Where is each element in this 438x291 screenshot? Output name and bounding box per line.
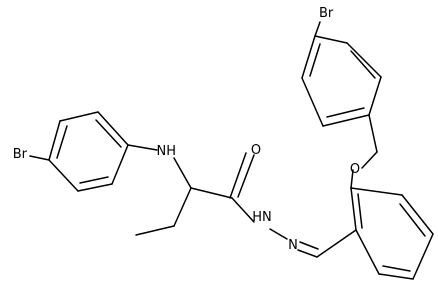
atom-label-amine-nh: NH xyxy=(157,144,177,159)
bond xyxy=(350,169,354,189)
bond xyxy=(29,155,50,161)
atom-labels: Br Br NH O O HN N xyxy=(13,6,360,253)
bond xyxy=(357,193,363,229)
bond xyxy=(322,114,370,127)
atom-label-hydrazide-nh: HN xyxy=(252,210,272,225)
bond xyxy=(326,107,365,118)
bonds xyxy=(29,21,434,280)
bond xyxy=(399,203,426,237)
atom-label-bromine-left: Br xyxy=(13,147,28,162)
bond xyxy=(346,42,382,78)
bond xyxy=(314,35,348,44)
bond xyxy=(401,194,434,235)
bond xyxy=(95,119,122,148)
bond xyxy=(59,111,99,122)
bond xyxy=(173,157,192,189)
bond xyxy=(299,241,319,250)
atom-label-imine-nitrogen: N xyxy=(288,238,298,253)
bond xyxy=(350,187,403,196)
bond xyxy=(56,125,68,159)
bond xyxy=(301,35,316,79)
bond xyxy=(111,144,129,185)
bond xyxy=(48,159,79,192)
bond xyxy=(173,187,192,227)
bond xyxy=(190,187,233,199)
bond xyxy=(77,183,113,192)
bond xyxy=(127,144,158,151)
bond xyxy=(382,265,411,272)
bond xyxy=(316,229,357,258)
bond xyxy=(97,111,129,146)
bond xyxy=(309,43,321,77)
bond xyxy=(229,152,247,199)
bond xyxy=(301,77,324,127)
bond xyxy=(368,76,382,116)
bond xyxy=(297,249,318,258)
bond xyxy=(48,120,61,161)
atom-label-ether-oxygen: O xyxy=(350,162,360,177)
bond xyxy=(378,273,414,280)
bond xyxy=(79,176,109,184)
bond xyxy=(368,114,378,153)
bond xyxy=(314,21,321,37)
bond xyxy=(361,151,378,169)
atom-label-carbonyl-oxygen: O xyxy=(251,143,261,158)
bond xyxy=(350,187,357,231)
bond xyxy=(237,154,255,198)
bond xyxy=(231,197,255,223)
bond xyxy=(355,229,380,275)
bond xyxy=(412,233,434,280)
bond xyxy=(269,228,288,240)
atom-label-bromine-top: Br xyxy=(319,6,334,21)
bond xyxy=(350,50,376,79)
bond xyxy=(135,225,175,236)
